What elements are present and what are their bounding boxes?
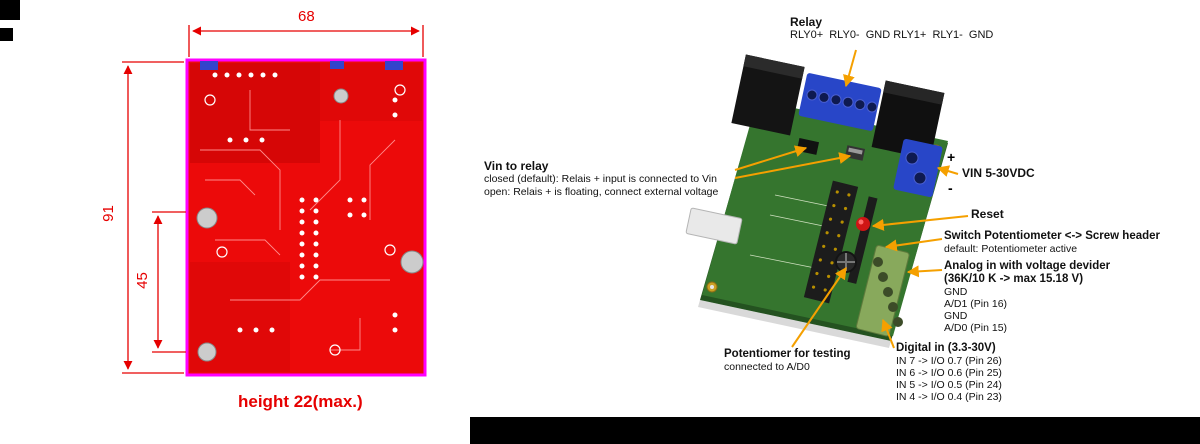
black-marker-top-left [0,0,20,20]
annotation-vin-to-relay: Vin to relay closed (default): Relais + … [484,160,718,198]
pad-dots [212,72,398,333]
trace-lines [200,90,396,351]
relay-block-right [871,80,945,160]
analog-in-line: GND [944,286,968,298]
relay-terminal-block [798,73,882,131]
potentiometer-title: Potentiomer for testing [724,348,851,360]
pin-header-dual [803,180,859,304]
pcb-top-view [185,58,427,377]
black-marker-left [0,28,13,41]
relay-title: Relay [790,15,823,29]
mount-holes [196,88,424,362]
analog-in-line: A/D1 (Pin 16) [944,298,1008,310]
bottom-black-bar [470,417,1200,444]
dim-height-label: 91 [99,205,117,222]
dim-hole-spacing-label: 45 [133,272,151,289]
analog-in-subtitle: (36K/10 K -> max 15.18 V) [944,273,1084,285]
vin-to-relay-title: Vin to relay [484,159,549,173]
switch-potentiometer-title: Switch Potentiometer <-> Screw header [944,230,1161,242]
dimension-lines [122,25,424,374]
ffc-connector [685,207,743,245]
annotation-switch-potentiometer: Switch Potentiometer <-> Screw header de… [944,230,1160,256]
relay-block-left [731,54,805,136]
vin-plus-sign: + [947,149,956,165]
vin-to-relay-line2: open: Relais + is floating, connect exte… [484,185,719,198]
analog-in-line: GND [944,310,968,322]
analog-in-line: A/D0 (Pin 15) [944,322,1008,334]
annotation-relay: Relay RLY0+ RLY0- GND RLY1+ RLY1- GND [790,16,993,42]
annotation-vin: VIN 5-30VDC [962,167,1035,180]
vin-minus-sign: - [948,180,953,196]
green-terminal-blocks [856,245,910,337]
vin-to-relay-line1: closed (default): Relais + input is conn… [484,173,717,185]
annotation-analog-in: Analog in with voltage devider (36K/10 K… [944,260,1110,334]
vin-title: VIN 5-30VDC [962,166,1035,180]
digital-in-line: IN 7 -> I/O 0.7 (Pin 26) [896,355,1002,367]
pcb-3d-render [685,54,948,348]
reset-button [856,217,870,231]
potentiometer-component [835,251,857,273]
digital-in-line: IN 4 -> I/O 0.4 (Pin 23) [896,391,1002,403]
blue-pads [200,61,403,70]
reset-title: Reset [971,207,1004,221]
pad-rings [204,84,406,356]
switch-potentiometer-line1: default: Potentiometer active [944,243,1078,255]
digital-in-line: IN 5 -> I/O 0.5 (Pin 24) [896,379,1002,391]
annotation-potentiometer: Potentiomer for testing connected to A/D… [724,348,851,374]
digital-in-title: Digital in (3.3-30V) [896,342,996,354]
relay-pin-labels: RLY0+ RLY0- GND RLY1+ RLY1- GND [790,29,994,41]
digital-in-line: IN 6 -> I/O 0.6 (Pin 25) [896,367,1002,379]
annotation-digital-in: Digital in (3.3-30V) IN 7 -> I/O 0.7 (Pi… [896,342,1002,403]
analog-in-title: Analog in with voltage devider [944,260,1111,272]
height-note: height 22(max.) [238,392,363,411]
annotation-arrows [734,49,969,349]
dim-width-label: 68 [298,8,315,25]
potentiometer-line1: connected to A/D0 [724,361,810,373]
vin-terminal-block [893,138,943,198]
annotation-reset: Reset [971,208,1004,221]
